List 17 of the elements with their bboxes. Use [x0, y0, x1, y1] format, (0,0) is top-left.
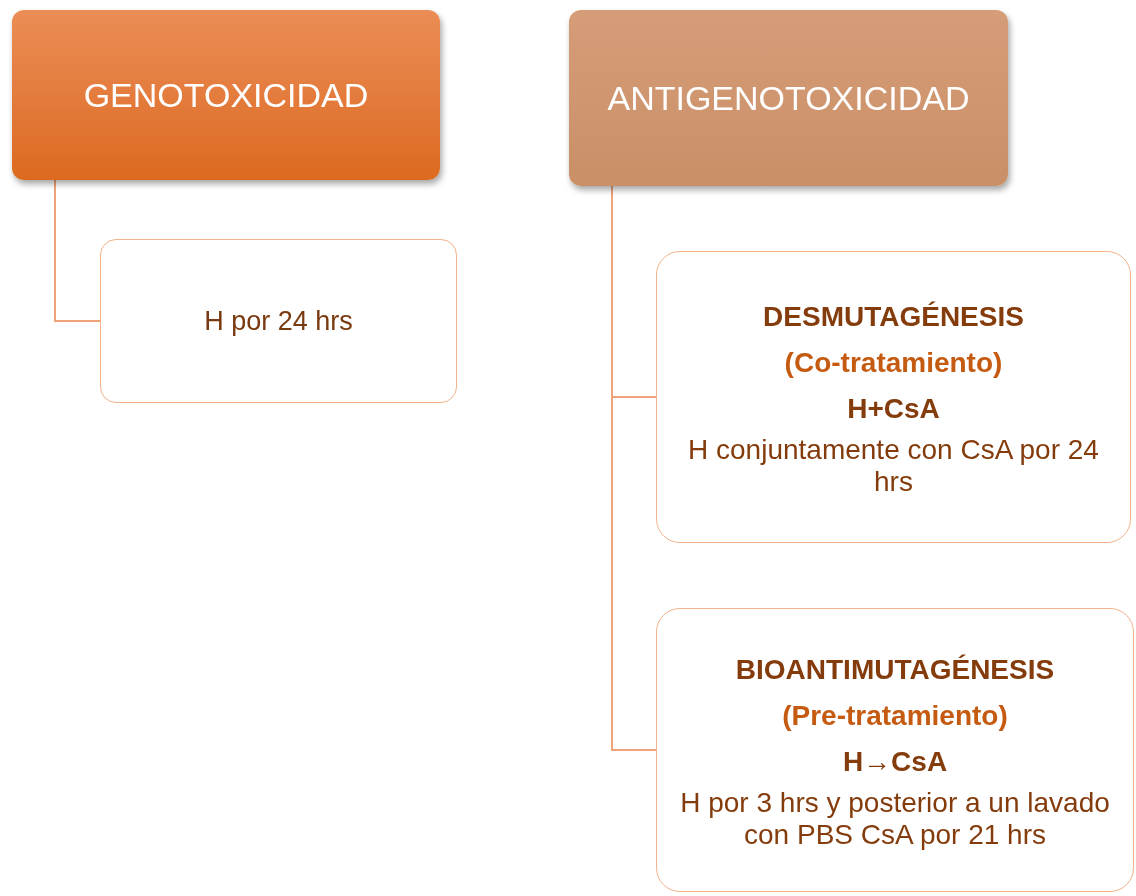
- formula-text: H→CsA: [842, 744, 948, 779]
- formula-text: H+CsA: [847, 391, 940, 426]
- box-description: H por 3 hrs y posterior a un lavado con PBS CsA por 21 hrs: [679, 786, 1111, 852]
- content-box: [656, 251, 1131, 543]
- header-box: [12, 10, 440, 180]
- header-box: [569, 10, 1008, 186]
- box-text: H por 24 hrs: [204, 304, 353, 338]
- box-subheading: (Co-tratamiento): [784, 345, 1003, 380]
- header-title: GENOTOXICIDAD: [83, 74, 369, 116]
- box-heading: BIOANTIMUTAGÉNESIS: [735, 652, 1055, 687]
- content-box: [656, 608, 1134, 892]
- header-title: ANTIGENOTOXICIDAD: [607, 77, 970, 119]
- connector-line: [54, 179, 101, 322]
- content-box: [100, 239, 457, 403]
- box-heading: DESMUTAGÉNESIS: [763, 299, 1024, 334]
- box-description: H conjuntamente con CsA por 24 hrs: [687, 433, 1100, 499]
- box-subheading: (Pre-tratamiento): [782, 698, 1008, 733]
